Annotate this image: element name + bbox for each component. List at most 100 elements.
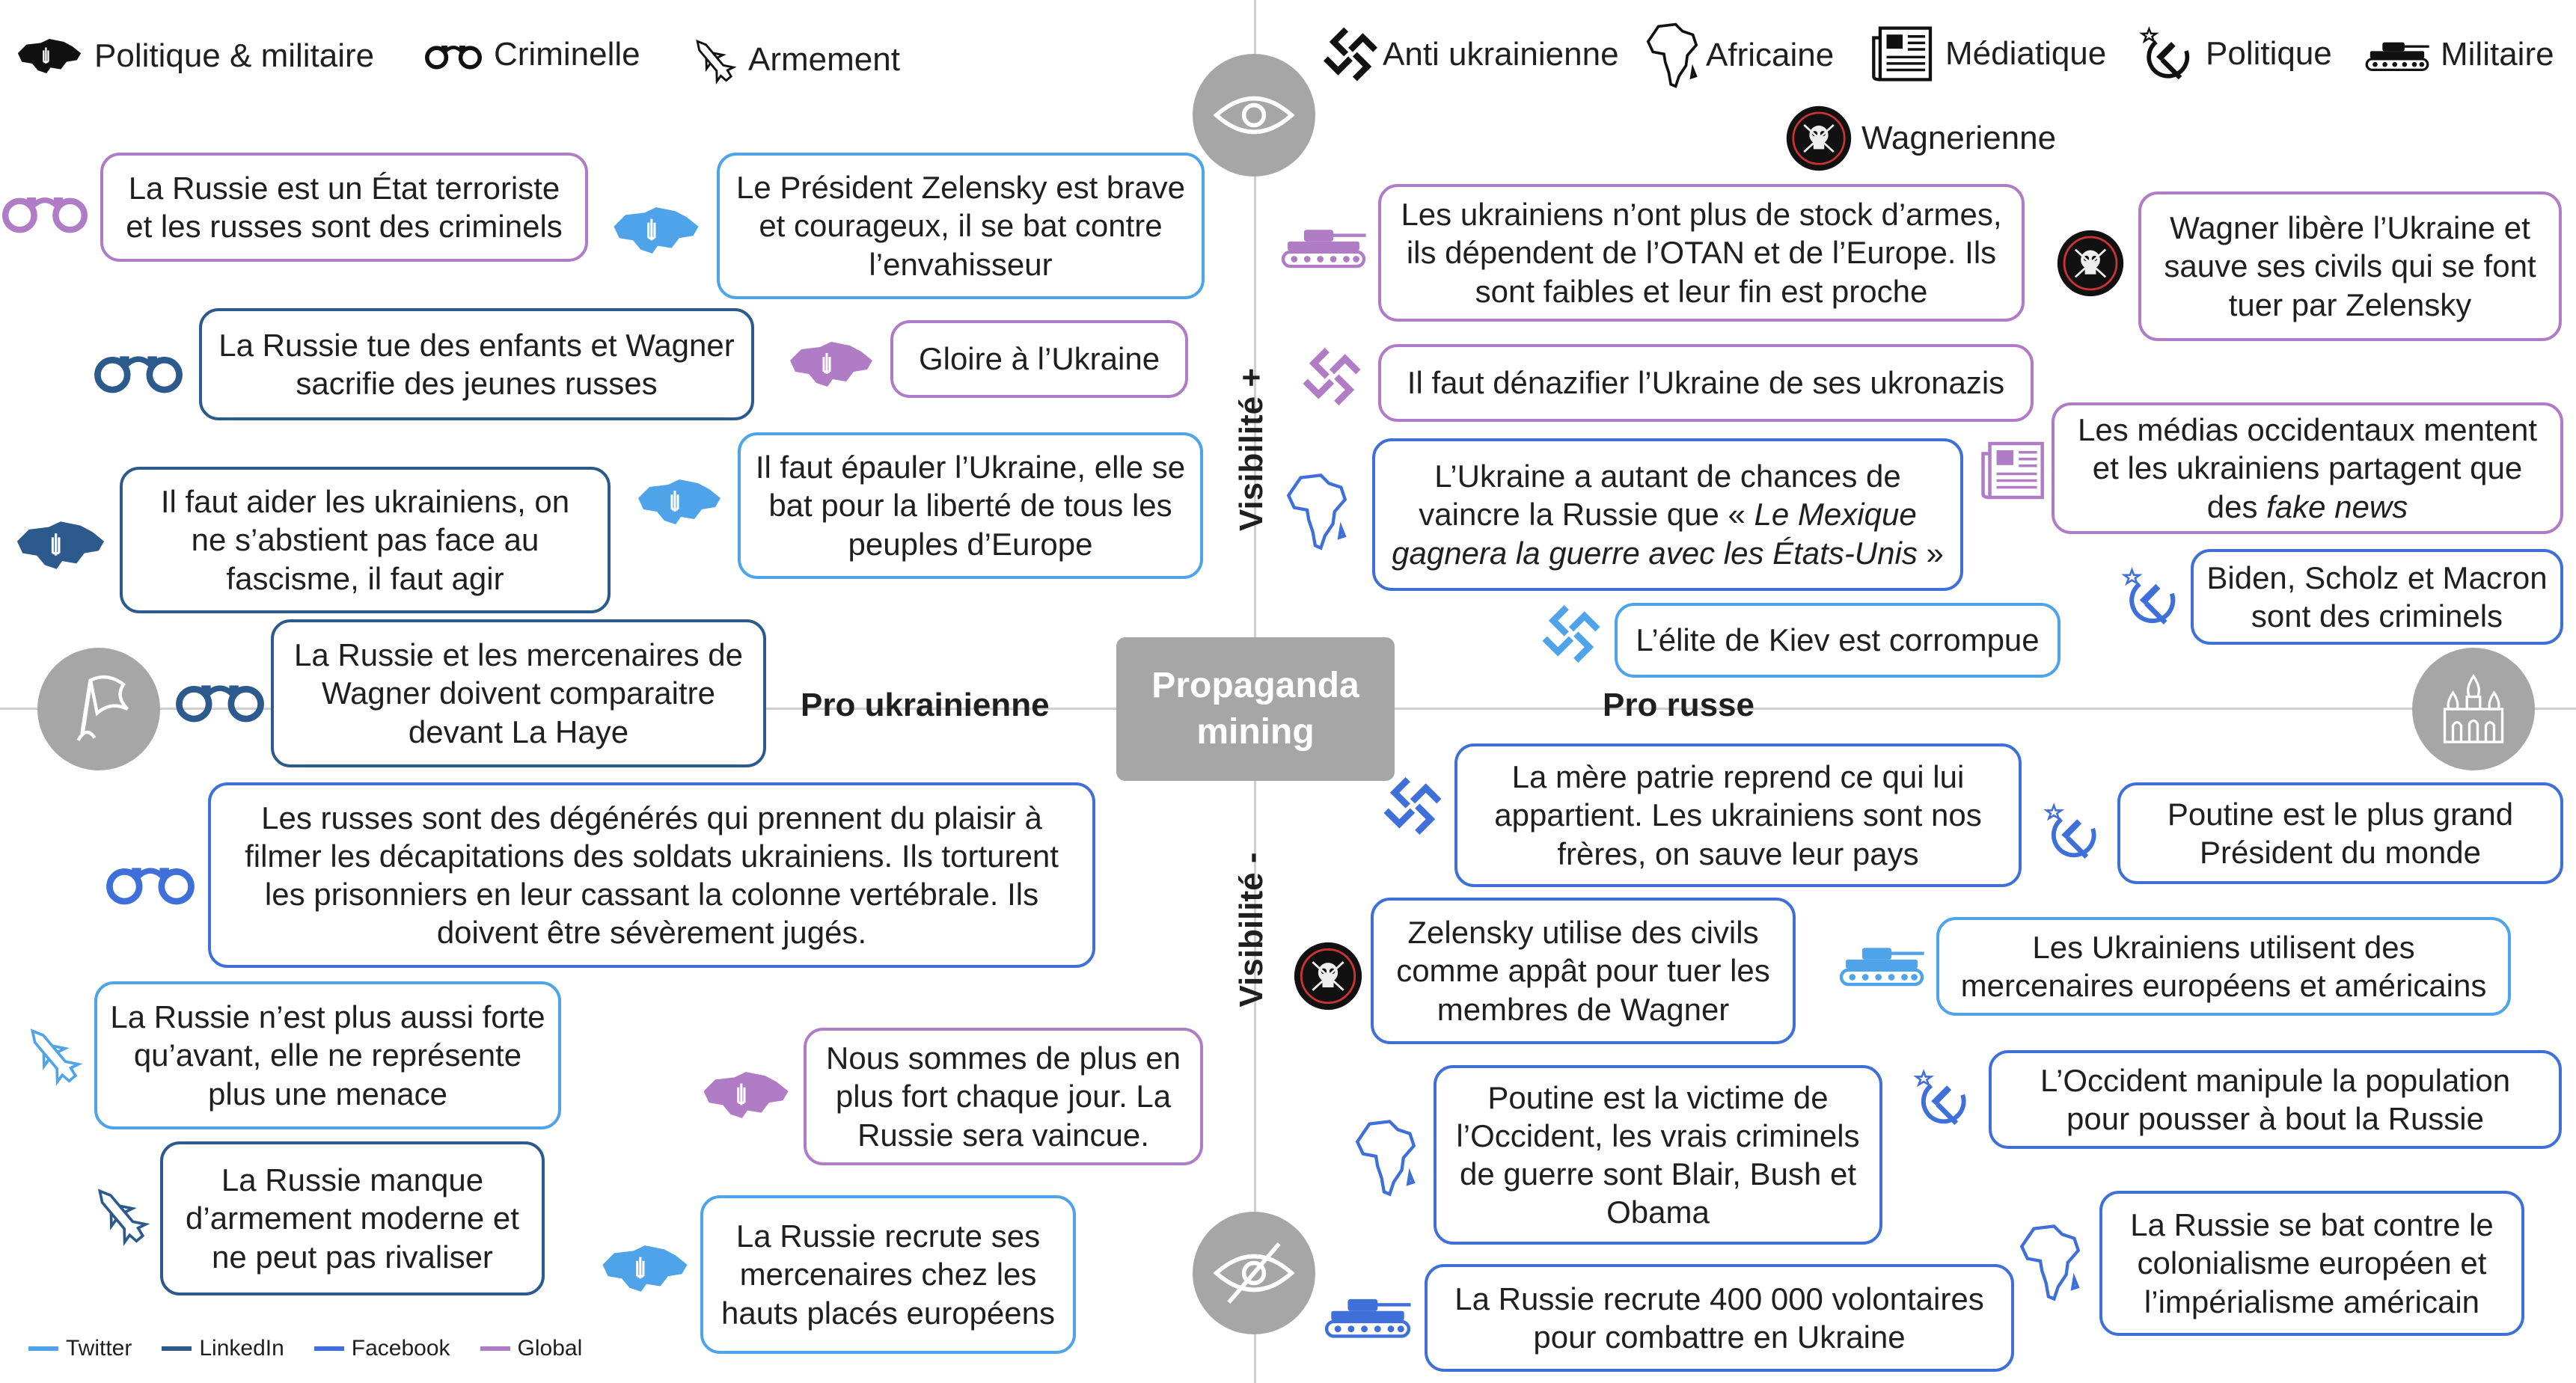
narrative-line: fascisme, il faut agir — [226, 560, 504, 596]
africa-icon — [1284, 471, 1350, 552]
narrative-line: Nous sommes de plus en — [826, 1040, 1181, 1076]
tank-icon — [2363, 37, 2432, 72]
ukraine-map-icon — [786, 338, 877, 390]
narrative-line: Il faut aider les ukrainiens, on — [160, 484, 570, 520]
narrative-line: l’Occident, les vrais criminels — [1456, 1117, 1860, 1153]
swastika-icon — [1537, 600, 1606, 669]
hammer-sickle-icon — [2138, 21, 2198, 87]
handcuffs-icon — [174, 676, 266, 723]
legend-label: Politique & militaire — [94, 37, 375, 74]
narrative-line: Poutine est la victime de — [1487, 1079, 1829, 1115]
legend-militaire: Militaire — [2363, 36, 2554, 73]
narrative-line: Les ukrainiens n’ont plus de stock d’arm… — [1401, 197, 2002, 233]
narrative-line: La Russie et les mercenaires de — [294, 637, 743, 673]
narrative-line: Les médias occidentaux mentent — [2077, 412, 2538, 448]
narrative-line: sacrifie des jeunes russes — [296, 366, 658, 401]
narrative-line: et les ukrainiens partagent que — [2092, 450, 2523, 486]
eye-slash-icon — [1212, 1239, 1296, 1307]
narrative-line: et courageux, il se bat contre — [759, 208, 1163, 244]
narrative-line: membres de Wagner — [1437, 991, 1730, 1027]
legend-wagnerienne: Wagnerienne — [1785, 105, 2056, 172]
narrative-line: Il faut épauler l’Ukraine, elle se — [755, 450, 1186, 485]
hammer-sickle-icon — [1912, 1064, 1975, 1132]
legend-label: Médiatique — [1945, 35, 2107, 72]
pro-ukrainian-label: Pro ukrainienne — [801, 687, 1050, 723]
handcuffs-icon — [103, 859, 198, 905]
center-title: Propaganda mining — [1116, 637, 1395, 781]
narrative-box: Les ukrainiens n’ont plus de stock d’arm… — [1378, 184, 2025, 322]
visibility-low-circle — [1193, 1212, 1315, 1334]
ukraine-flag-circle — [37, 648, 160, 770]
missile-icon — [682, 27, 745, 92]
narrative-line: Le Président Zelensky est brave — [736, 170, 1185, 206]
legend-label: Armement — [748, 41, 900, 78]
tank-icon — [1836, 941, 1927, 987]
narrative-line: filmer les décapitations des soldats ukr… — [245, 838, 1059, 874]
narrative-line: La Russie manque — [221, 1162, 484, 1198]
narrative-line: d’armement moderne et — [186, 1200, 519, 1236]
narrative-line: L’élite de Kiev est corrompue — [1636, 622, 2040, 658]
legend-mediatique: Médiatique — [1870, 24, 2106, 84]
legend-label: Wagnerienne — [1861, 120, 2057, 156]
narrative-line: plus une menace — [208, 1076, 447, 1111]
center-title-line2: mining — [1196, 712, 1315, 752]
narrative-line: pour pousser à bout la Russie — [2066, 1101, 2484, 1136]
narrative-line: Zelensky utilise des civils — [1407, 915, 1759, 951]
narrative-line: comme appât pour tuer les — [1396, 953, 1770, 989]
africa-icon — [1353, 1117, 1419, 1198]
narrative-line: tuer par Zelensky — [2228, 286, 2472, 322]
visibility-minus-label: Visibilité - — [1233, 852, 1270, 1008]
narrative-line: peuples d’Europe — [848, 526, 1093, 562]
narrative-line: La Russie se bat contre le — [2130, 1207, 2494, 1243]
narrative-line: mercenaires européens et américains — [1960, 968, 2487, 1003]
narrative-line: Gloire à l’Ukraine — [918, 341, 1160, 377]
narrative-line: Les Ukrainiens utilisent des — [2032, 929, 2415, 965]
swastika-icon — [1318, 22, 1383, 87]
narrative-line: Il faut dénazifier l’Ukraine de ses ukro… — [1407, 365, 2005, 401]
missile-icon — [12, 1013, 93, 1097]
narrative-line: des fake news — [2206, 488, 2408, 524]
legend-criminelle: Criminelle — [423, 36, 640, 73]
narrative-line: sauve ses civils qui se font — [2164, 248, 2536, 284]
pro-russian-label: Pro russe — [1603, 687, 1754, 723]
wagner-logo-icon — [1293, 941, 1363, 1011]
ukraine-map-icon — [609, 203, 703, 257]
narrative-line: vaincre la Russie que « Le Mexique — [1419, 497, 1917, 533]
visibility-plus-label: Visibilité + — [1233, 367, 1270, 531]
narrative-line: plus fort chaque jour. La — [835, 1079, 1172, 1114]
legend-armement: Armement — [694, 33, 900, 87]
wagner-logo-icon — [2056, 229, 2125, 298]
narrative-box: Les russes sont des dégénérés qui prenne… — [208, 782, 1095, 968]
narrative-line: l’envahisseur — [869, 246, 1053, 282]
narrative-line: Les russes sont des dégénérés qui prenne… — [261, 800, 1042, 835]
narrative-line: l’impérialisme américain — [2144, 1284, 2480, 1319]
narrative-line: appartient. Les ukrainiens sont nos — [1494, 797, 1982, 833]
legend-global: Global — [480, 1336, 582, 1361]
narrative-line: L’Occident manipule la population — [2040, 1062, 2511, 1098]
ukraine-map-icon — [633, 476, 726, 528]
narrative-line: devant La Haye — [408, 714, 629, 749]
legend-politique: Politique — [2138, 21, 2332, 87]
ukraine-map-icon — [15, 36, 84, 76]
legend-facebook: Facebook — [313, 1336, 450, 1361]
narrative-box: L’élite de Kiev est corrompue — [1615, 603, 2061, 678]
narrative-line: Obama — [1606, 1195, 1710, 1230]
visibility-high-circle — [1193, 54, 1315, 177]
narrative-line: pour combattre en Ukraine — [1533, 1319, 1906, 1355]
